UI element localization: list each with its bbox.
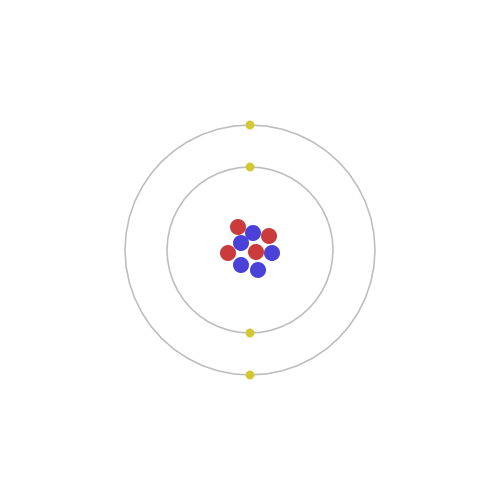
orbit-shell-1 — [166, 166, 334, 334]
nucleus — [220, 219, 280, 278]
electron-shells — [124, 124, 376, 376]
proton-2 — [261, 228, 277, 244]
electron-shell-2-2 — [245, 370, 255, 380]
electron-shell-1-1 — [245, 162, 255, 172]
proton-3 — [220, 245, 236, 261]
electron-shell-1-2 — [245, 328, 255, 338]
neutron-1 — [245, 225, 261, 241]
proton-4 — [248, 244, 264, 260]
neutron-2 — [233, 235, 249, 251]
neutron-4 — [233, 257, 249, 273]
neutron-3 — [264, 245, 280, 261]
electron-shell-2-1 — [245, 120, 255, 130]
neutron-5 — [250, 262, 266, 278]
electrons — [245, 120, 255, 380]
proton-1 — [230, 219, 246, 235]
orbit-shell-2 — [124, 124, 376, 376]
